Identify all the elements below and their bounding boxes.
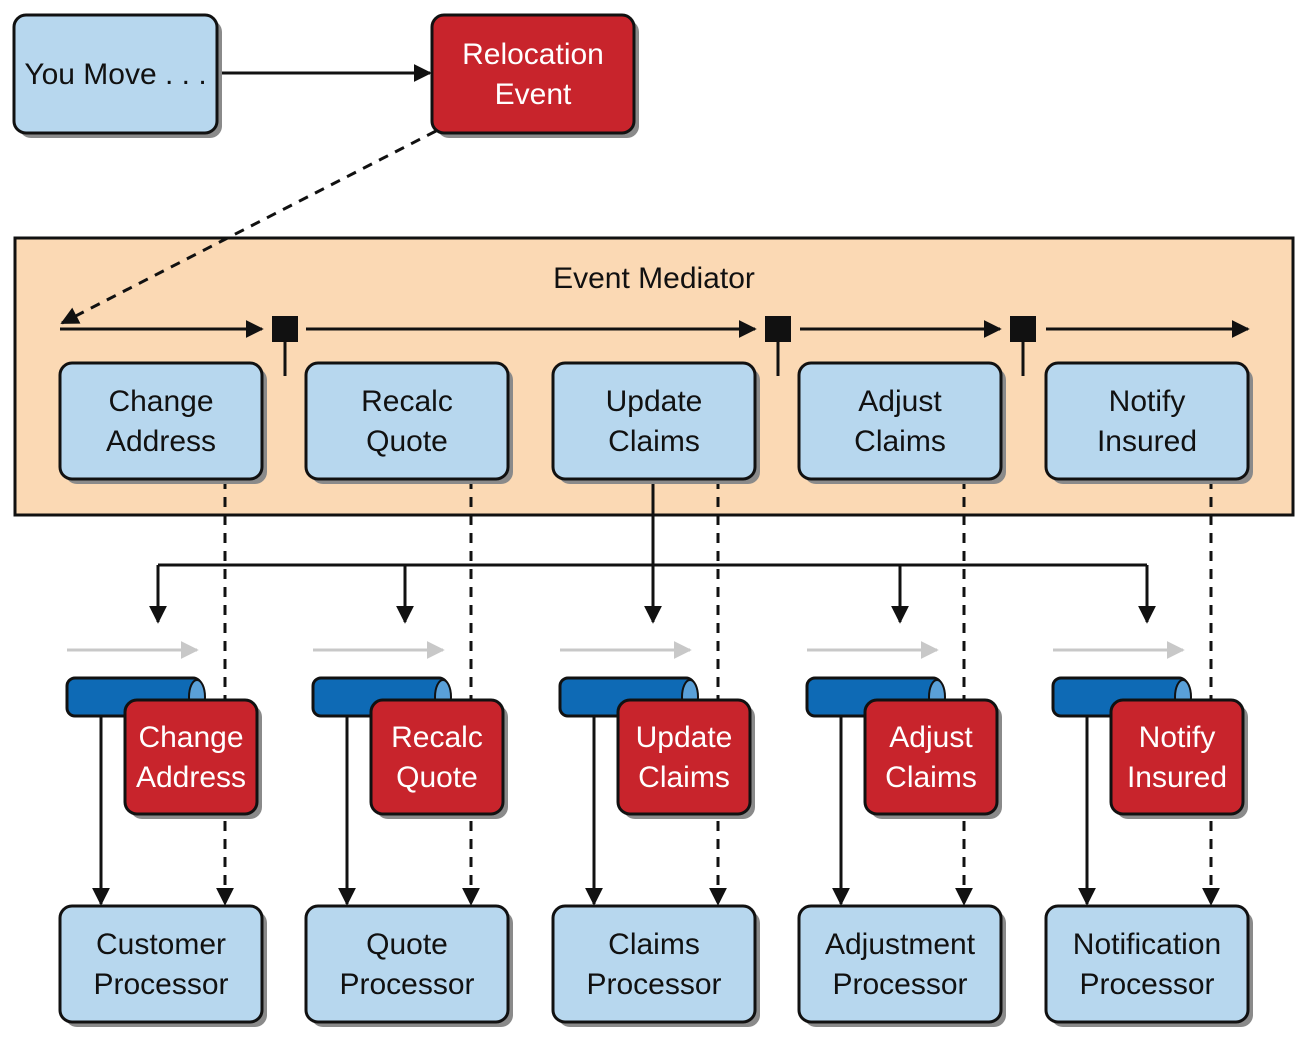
mediator-step-box-rect [58, 361, 264, 481]
processor-box-rect [551, 904, 757, 1024]
mediator-step-box-label-line: Notify [1109, 385, 1186, 418]
mediator-step-box-label-line: Change [108, 385, 213, 418]
processor-box-label-line: Processor [339, 968, 474, 1001]
processor-box-label-line: Processor [1079, 968, 1214, 1001]
channel-event-box-rect [863, 698, 999, 816]
processor-box-label-line: Quote [366, 928, 448, 961]
processor-box-label-line: Processor [832, 968, 967, 1001]
mediator-step-box-label-line: Insured [1097, 425, 1197, 458]
mediator-gate-square [1010, 316, 1036, 342]
mediator-step-box-label-line: Address [106, 425, 216, 458]
relocation-event-box-label-line: Event [495, 78, 572, 111]
mediator-gate-square [765, 316, 791, 342]
mediator-gate-square [272, 316, 298, 342]
channel-event-box-label-line: Notify [1139, 721, 1216, 754]
channel-event-box-rect [616, 698, 752, 816]
mediator-step-box-label-line: Update [606, 385, 703, 418]
channel-event-box-label-line: Quote [396, 761, 478, 794]
event-to-mediator-dashed-arrow [60, 129, 437, 325]
processor-box-label-line: Processor [586, 968, 721, 1001]
channel-event-box-label-line: Update [636, 721, 733, 754]
processor-box-label-line: Claims [608, 928, 700, 961]
mediator-step-box-label-line: Adjust [858, 385, 942, 418]
processor-box-rect [797, 904, 1003, 1024]
relocation-event-box-rect [430, 13, 636, 135]
processor-box-rect [304, 904, 510, 1024]
processor-box-label-line: Notification [1073, 928, 1221, 961]
channel-event-box-label-line: Recalc [391, 721, 483, 754]
processor-box-label-line: Processor [93, 968, 228, 1001]
channel-event-box-label-line: Claims [638, 761, 730, 794]
node-layer: You Move . . .RelocationEventChangeAddre… [12, 13, 1253, 1027]
channel-event-box-rect [123, 698, 259, 816]
processor-box-rect [1044, 904, 1250, 1024]
connector-layer [60, 64, 1250, 906]
mediator-step-box-label-line: Claims [854, 425, 946, 458]
channel-event-box-label-line: Change [138, 721, 243, 754]
channel-event-box-label-line: Insured [1127, 761, 1227, 794]
relocation-event-box-label-line: Relocation [462, 38, 604, 71]
channel-event-box-label-line: Address [136, 761, 246, 794]
processor-box-label-line: Adjustment [825, 928, 976, 961]
you-move-box-label-line: You Move . . . [24, 58, 206, 91]
event-mediator-title: Event Mediator [553, 262, 755, 295]
mediator-step-box-label-line: Quote [366, 425, 448, 458]
mediator-step-box-label-line: Recalc [361, 385, 453, 418]
mediator-step-box-label-line: Claims [608, 425, 700, 458]
channel-event-box-label-line: Adjust [889, 721, 973, 754]
processor-box-label-line: Customer [96, 928, 226, 961]
mediator-step-box-rect [551, 361, 757, 481]
processor-box-rect [58, 904, 264, 1024]
mediator-step-box-rect [304, 361, 510, 481]
mediator-step-box-rect [797, 361, 1003, 481]
channel-event-box-rect [369, 698, 505, 816]
channel-event-box-label-line: Claims [885, 761, 977, 794]
you-move-box-rect [12, 13, 219, 135]
channel-event-box-rect [1109, 698, 1245, 816]
you-move-box: You Move . . . [12, 13, 222, 138]
mediator-step-box-rect [1044, 361, 1250, 481]
